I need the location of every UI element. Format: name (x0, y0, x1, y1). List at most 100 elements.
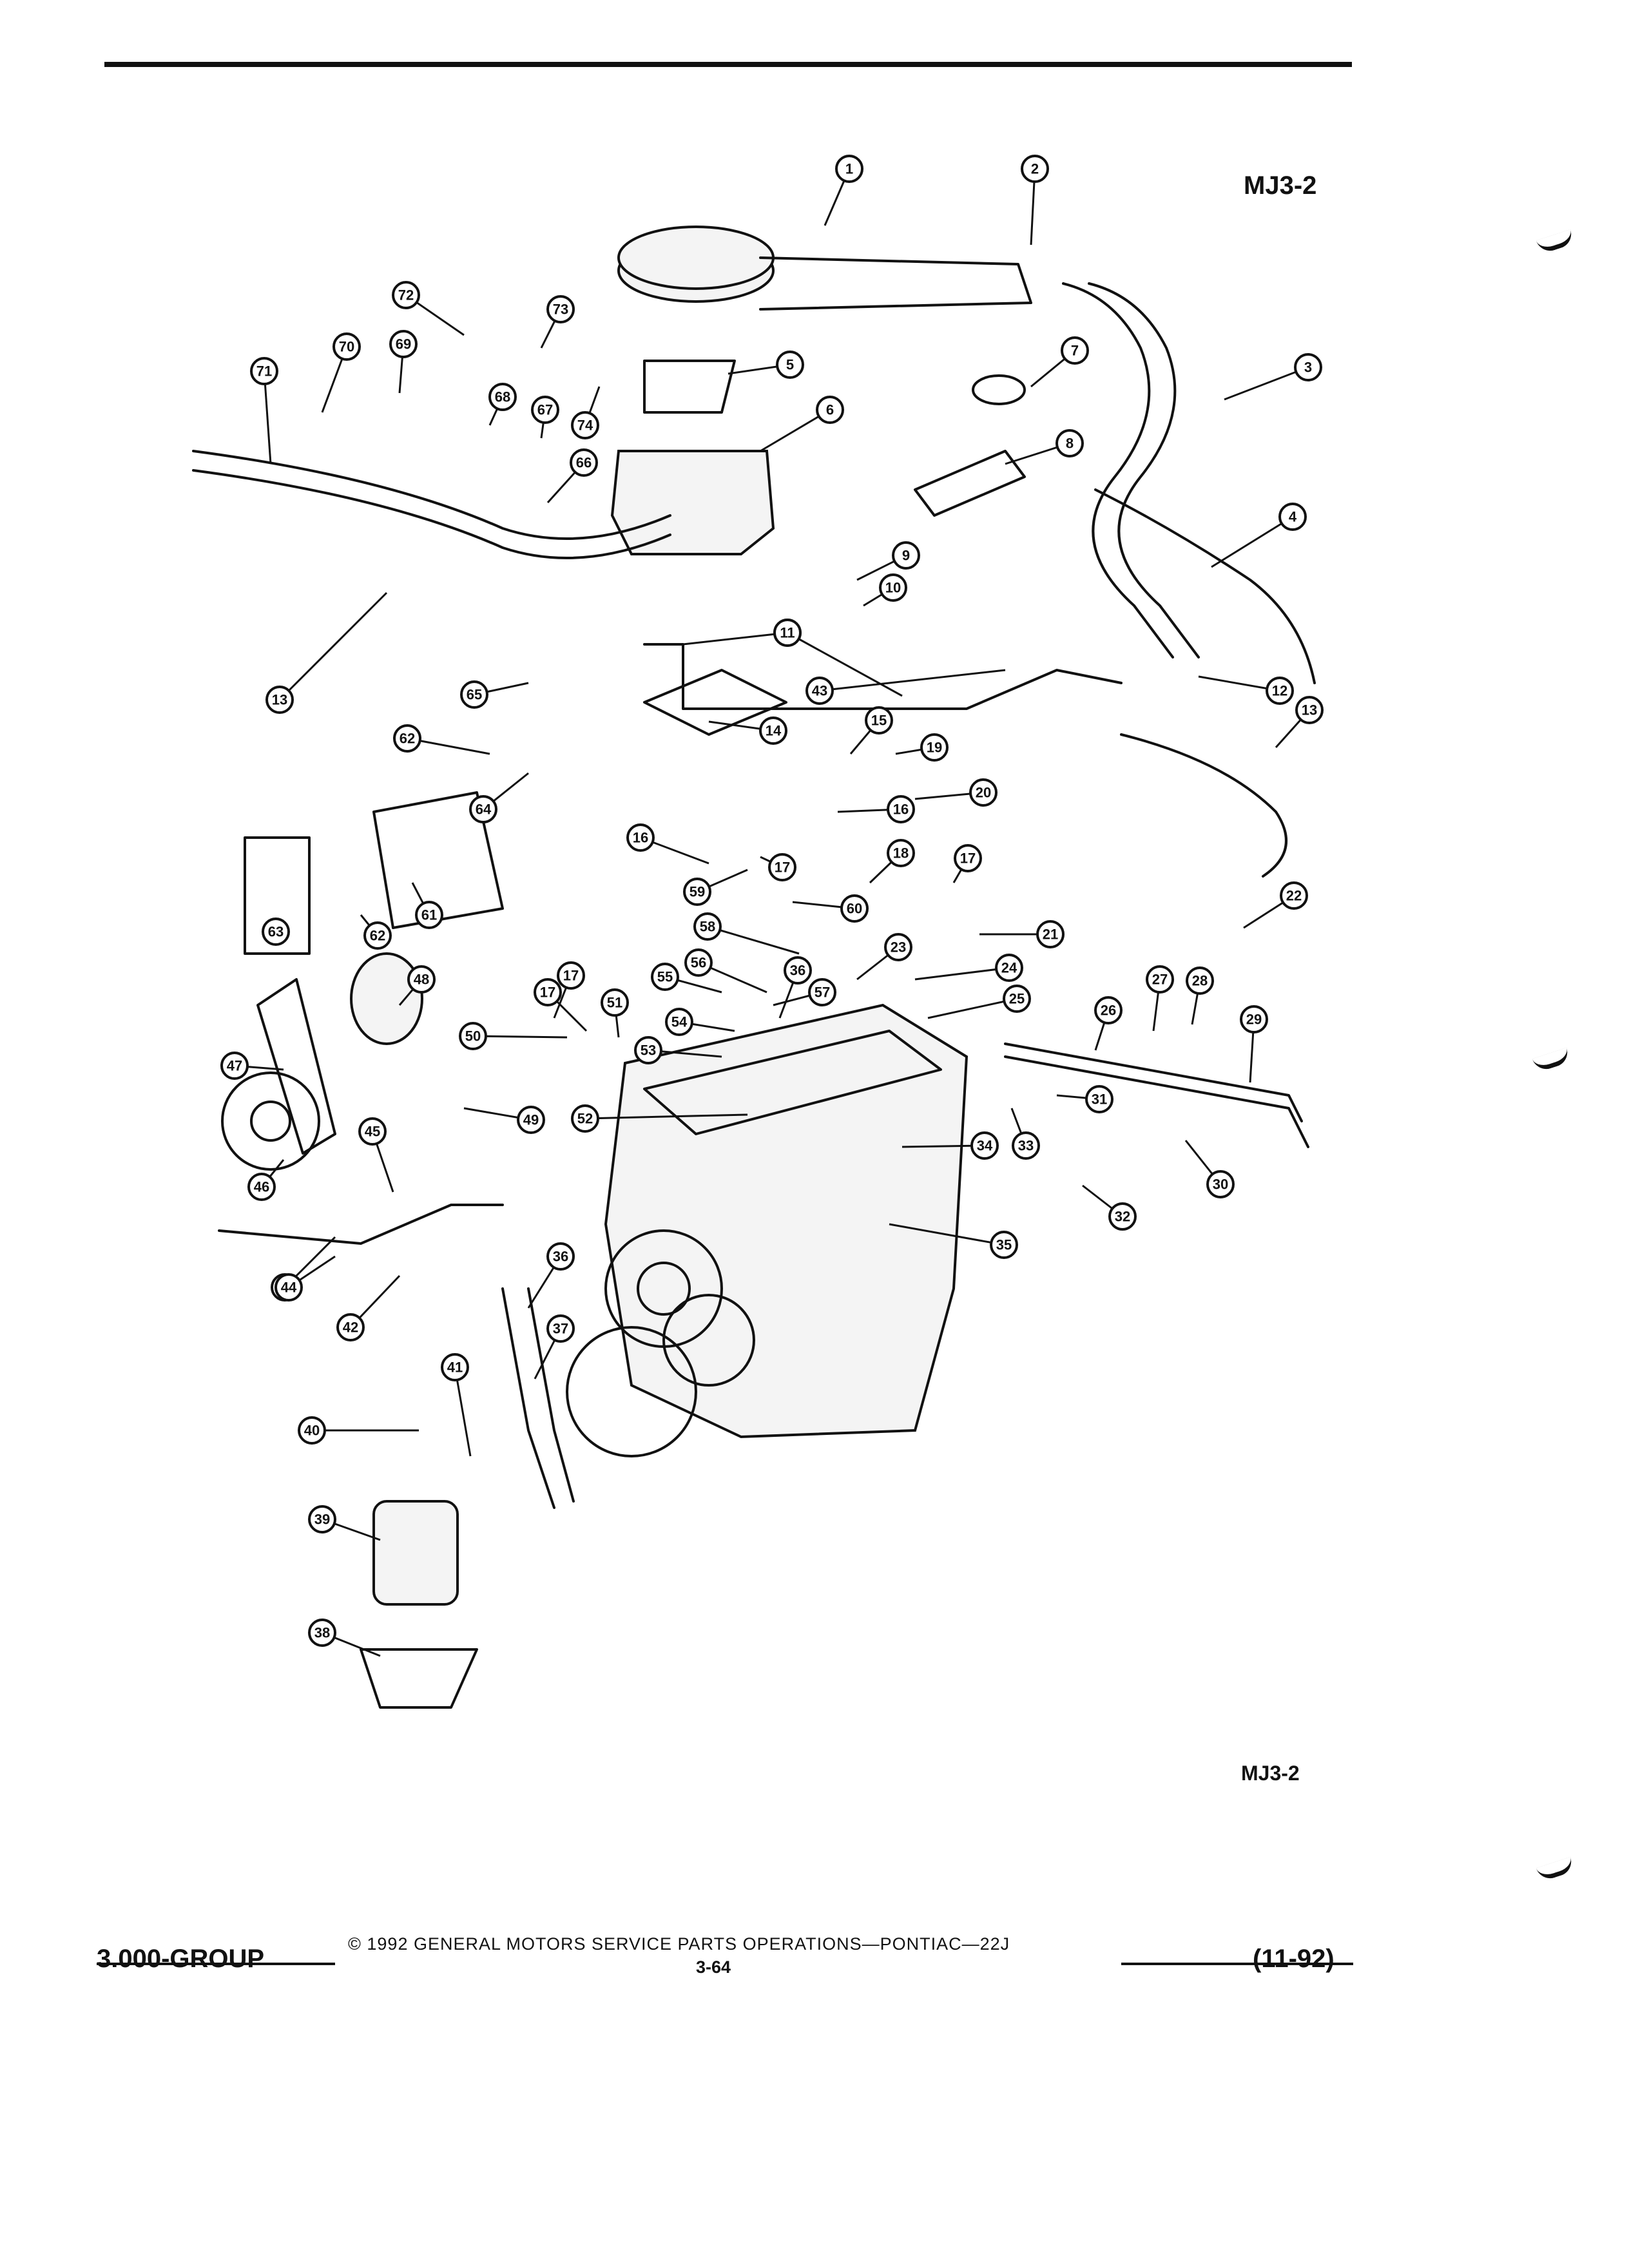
callout-15: 15 (865, 706, 893, 735)
electronic-module (244, 836, 311, 955)
callout-circle (546, 295, 575, 323)
callout-number: 49 (523, 1112, 539, 1128)
callout-43: 43 (805, 677, 834, 705)
callout-circle (546, 1242, 575, 1271)
callout-leader (914, 966, 1010, 981)
engine-block (604, 1003, 969, 1439)
engine-pulley (637, 1262, 691, 1316)
canister-bracket (360, 1648, 478, 1709)
callout-17: 17 (954, 844, 982, 872)
callout-number: 17 (775, 860, 790, 876)
callout-circle (879, 573, 907, 602)
callout-number: 23 (891, 939, 906, 956)
callout-circle (805, 677, 834, 705)
callout-circle (684, 948, 713, 977)
callout-67: 67 (531, 396, 559, 424)
callout-number: 64 (476, 802, 492, 818)
callout-number: 8 (1066, 436, 1074, 452)
callout-number: 41 (447, 1360, 463, 1376)
callout-72: 72 (392, 281, 420, 309)
callout-number: 36 (790, 963, 805, 979)
callout-circle (308, 1505, 336, 1533)
callout-56: 56 (684, 948, 713, 977)
callout-number: 34 (977, 1138, 993, 1154)
callout-circle (773, 619, 802, 647)
callout-48: 48 (407, 965, 436, 994)
callout-number: 15 (871, 713, 887, 729)
callout-45: 45 (358, 1117, 387, 1146)
callout-leader (889, 1223, 1005, 1246)
callout-number: 70 (339, 339, 354, 355)
callout-circle (469, 795, 497, 823)
callout-circle (759, 716, 787, 745)
callout-leader (819, 669, 1006, 692)
callout-65: 65 (460, 680, 488, 709)
callout-37: 37 (546, 1314, 575, 1343)
callout-49: 49 (517, 1106, 545, 1134)
callout-circle (1003, 985, 1031, 1013)
callout-13: 13 (1295, 696, 1324, 724)
callout-35: 35 (990, 1231, 1018, 1259)
callout-54: 54 (665, 1008, 693, 1036)
pump (350, 952, 423, 1045)
callout-number: 32 (1115, 1209, 1130, 1225)
callout-circle (1085, 1085, 1113, 1113)
callout-circle (262, 918, 290, 946)
callout-leader (1224, 366, 1309, 401)
callout-number: 3 (1304, 360, 1312, 376)
callout-circle (363, 921, 392, 950)
callout-25: 25 (1003, 985, 1031, 1013)
callout-number: 65 (467, 687, 482, 703)
callout-number: 48 (414, 972, 429, 988)
callout-number: 33 (1018, 1138, 1034, 1154)
callout-circle (776, 351, 804, 379)
callout-19: 19 (920, 733, 949, 762)
callout-11: 11 (773, 619, 802, 647)
callout-number: 53 (641, 1043, 656, 1059)
callout-circle (1055, 429, 1084, 457)
callout-27: 27 (1146, 965, 1174, 994)
callout-number: 16 (633, 830, 648, 846)
callout-30: 30 (1206, 1170, 1235, 1198)
callout-circle (407, 965, 436, 994)
callout-circle (808, 978, 836, 1006)
header-rule (104, 62, 1352, 67)
callout-number: 52 (577, 1111, 593, 1127)
callout-circle (250, 357, 278, 385)
callout-18: 18 (887, 839, 915, 867)
callout-number: 17 (960, 850, 976, 867)
callout-number: 17 (540, 985, 555, 1001)
callout-62: 62 (393, 724, 421, 753)
callout-number: 50 (465, 1028, 481, 1044)
callout-36: 36 (546, 1242, 575, 1271)
callout-circle (1012, 1131, 1040, 1160)
callout-circle (884, 933, 912, 961)
callout-24: 24 (995, 954, 1023, 982)
callout-number: 26 (1101, 1003, 1116, 1019)
callout-leader (454, 1367, 472, 1457)
callout-63: 63 (262, 918, 290, 946)
parts-illustration (192, 226, 1316, 1709)
callout-74: 74 (571, 411, 599, 439)
callout-73: 73 (546, 295, 575, 323)
engine-pulley (662, 1294, 755, 1387)
callout-number: 63 (268, 924, 284, 940)
callout-number: 67 (537, 402, 553, 418)
callout-circle (534, 978, 562, 1006)
callout-number: 11 (780, 625, 795, 641)
callout-circle (265, 686, 294, 714)
callout-number: 57 (815, 985, 830, 1001)
callout-36: 36 (784, 956, 812, 985)
callout-number: 47 (227, 1058, 242, 1074)
callout-number: 28 (1192, 973, 1208, 989)
callout-number: 14 (766, 723, 782, 739)
callout-leader (278, 591, 388, 701)
callout-13: 13 (265, 686, 294, 714)
callout-number: 36 (553, 1249, 568, 1265)
callout-circle (546, 1314, 575, 1343)
footer-date: (11-92) (1253, 1945, 1335, 1973)
figure-id-top: MJ3-2 (1244, 171, 1317, 200)
callout-68: 68 (488, 383, 517, 411)
callout-number: 61 (421, 907, 437, 923)
